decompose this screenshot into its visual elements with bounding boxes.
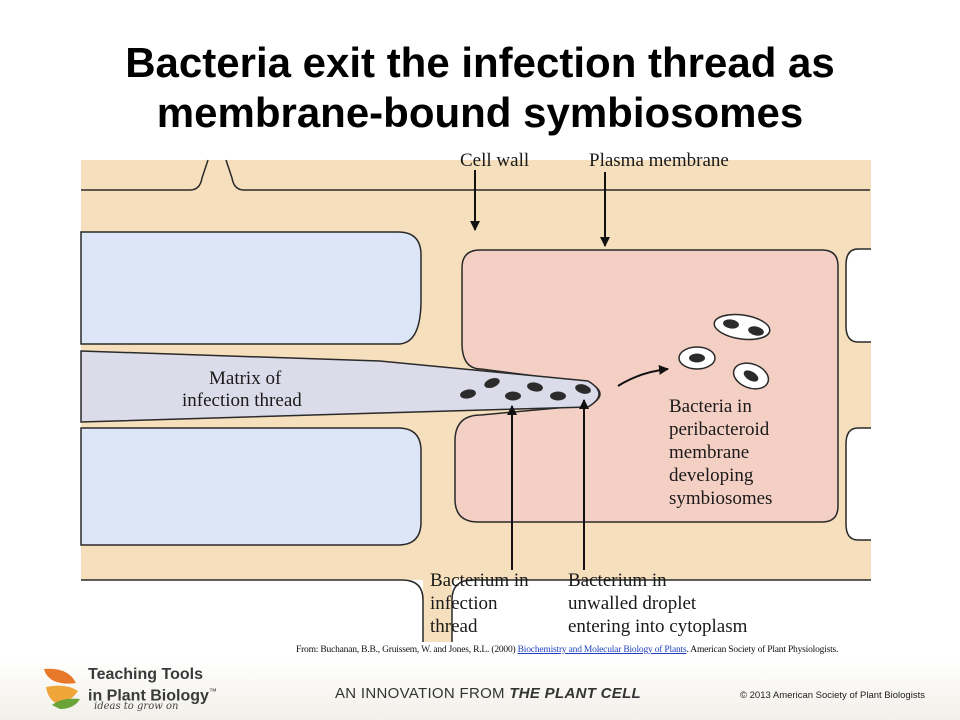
bacterium [527,382,543,392]
label-bacterium-unwalled: Bacterium in unwalled droplet entering i… [568,570,748,637]
bottom-left-cell [81,580,423,642]
leaf-logo-icon [44,668,80,709]
bacterium [748,326,764,336]
bacterium [575,384,591,394]
bacterium [460,389,476,399]
bottom-right-cell-border [451,579,871,642]
bacterium [484,377,500,389]
citation-prefix: From: Buchanan, B.B., Gruissem, W. and J… [296,645,518,655]
innovation-brand: THE PLANT CELL [509,685,642,702]
right-lower-cell [845,427,871,541]
bacterium [723,319,739,329]
slide-title: Bacteria exit the infection thread as me… [0,38,960,138]
footer-bar: Teaching Tools in Plant Biology™ ideas t… [0,659,960,720]
symbiosomes [678,313,771,390]
label-cell-wall: Cell wall [460,150,529,171]
citation-book-link[interactable]: Biochemistry and Molecular Biology of Pl… [517,645,687,655]
label-bacteria-peribacteroid: Bacteria in peribacteroid membrane devel… [669,396,774,509]
brand-line-2: in Plant Biology [88,687,209,705]
label-matrix: Matrix of infection thread [182,368,302,411]
bottom-left-cell-border [81,579,424,642]
innovation-statement: AN INNOVATION FROM THE PLANT CELL [335,685,641,702]
brand-name: Teaching Tools in Plant Biology™ [88,666,217,704]
label-bacterium-in-thread: Bacterium in infection thread [430,570,533,637]
trademark: ™ [208,687,217,696]
bacterium [689,353,705,363]
innovation-prefix: AN INNOVATION FROM [335,685,510,702]
citation: From: Buchanan, B.B., Gruissem, W. and J… [296,645,838,655]
thread-bacteria [460,377,591,401]
right-upper-cell [845,248,871,343]
infection-thread [80,350,600,423]
left-lower-cell [80,427,422,546]
copyright-notice: © 2013 American Society of Plant Biologi… [740,690,925,701]
brand-line-1: Teaching Tools [88,666,203,683]
exit-arrow [617,364,669,387]
bottom-right-cell [452,580,871,642]
citation-suffix: . American Society of Plant Physiologist… [686,645,839,655]
title-line-2: membrane-bound symbiosomes [156,89,804,136]
left-upper-cell [80,231,422,345]
label-plasma-membrane: Plasma membrane [589,150,729,171]
bacterium [743,370,759,382]
title-line-1: Bacteria exit the infection thread as [125,39,835,86]
brand-tagline: ideas to grow on [94,701,179,712]
top-wall-outline [81,159,870,191]
bacterium [505,391,521,401]
bacterium [550,391,566,401]
